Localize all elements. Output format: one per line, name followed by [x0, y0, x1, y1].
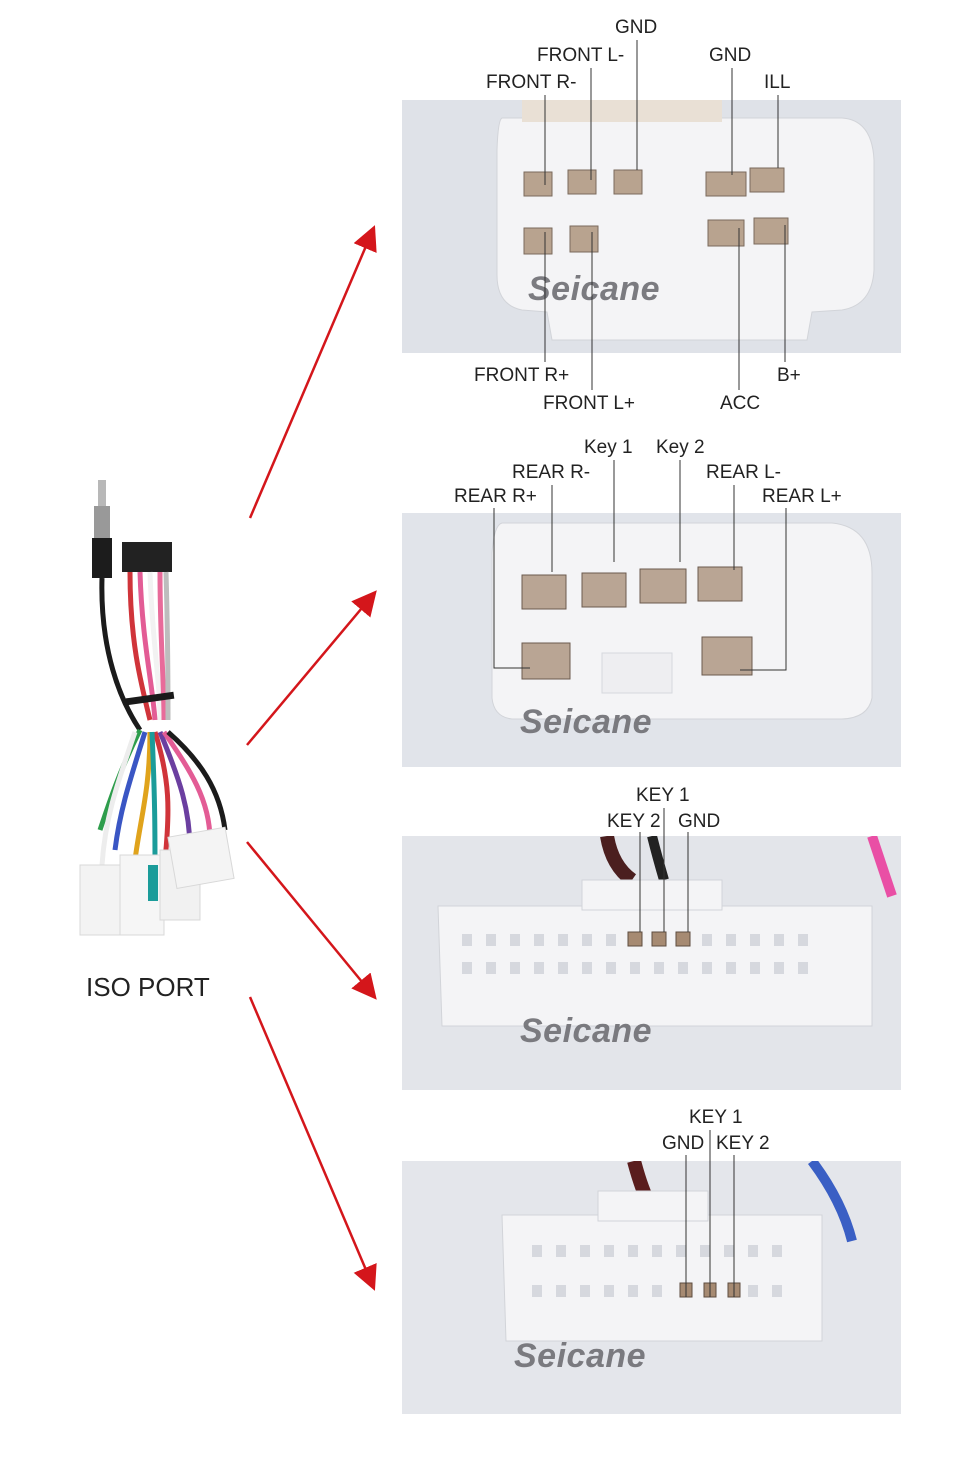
white-plug-4 [167, 826, 235, 890]
connector-photo-2: Seicane [402, 513, 901, 767]
connector-4-drawing [402, 1161, 901, 1414]
label-gnd-right: GND [709, 45, 752, 66]
seicane-logo: Seicane [514, 1337, 647, 1375]
arrow-to-panel-3 [246, 841, 377, 1000]
fuse [148, 865, 158, 901]
label-key2: Key 2 [656, 437, 705, 458]
antenna-tip [98, 480, 106, 510]
arrow-to-panel-1 [248, 225, 377, 519]
label-front-r-plus: FRONT R+ [474, 365, 570, 386]
connector-photo-4: Seicane [402, 1161, 901, 1414]
seicane-logo: Seicane [520, 703, 653, 741]
seicane-logo: Seicane [520, 1012, 653, 1050]
label-rear-l-plus: REAR L+ [762, 486, 842, 507]
label-p3-key2: KEY 2 [607, 811, 661, 832]
label-key1: Key 1 [584, 437, 633, 458]
label-rear-l-minus: REAR L- [706, 462, 781, 483]
wire-bundle [97, 571, 228, 871]
label-rear-r-minus: REAR R- [512, 462, 591, 483]
label-front-r-minus: FRONT R- [486, 72, 577, 93]
label-front-l-minus: FRONT L- [537, 45, 625, 66]
black-connector [122, 542, 172, 572]
connector-photo-3: Seicane [402, 836, 901, 1090]
label-p4-key2: KEY 2 [716, 1133, 770, 1154]
label-p3-gnd: GND [678, 811, 721, 832]
arrow-to-panel-4 [248, 996, 377, 1291]
label-p4-key1: KEY 1 [689, 1107, 743, 1128]
label-p3-key1: KEY 1 [636, 785, 690, 806]
seicane-logo: Seicane [528, 270, 661, 308]
connector-photo-1: Seicane [402, 100, 901, 353]
antenna-body [94, 506, 110, 540]
label-b-plus: B+ [777, 365, 801, 386]
antenna-boot [92, 538, 112, 578]
label-rear-r-plus: REAR R+ [454, 486, 537, 507]
label-front-l-plus: FRONT L+ [543, 393, 636, 414]
iso-port-label: ISO PORT [86, 972, 210, 1002]
label-acc: ACC [720, 393, 761, 414]
label-ill: ILL [764, 72, 791, 93]
cable-tie [125, 691, 175, 706]
arrow-to-panel-2 [246, 590, 377, 746]
connector-3-drawing [402, 836, 901, 1090]
connector-1-drawing [402, 100, 901, 353]
label-p4-gnd: GND [662, 1133, 705, 1154]
harness-image [79, 480, 235, 936]
label-gnd-top: GND [615, 17, 658, 38]
